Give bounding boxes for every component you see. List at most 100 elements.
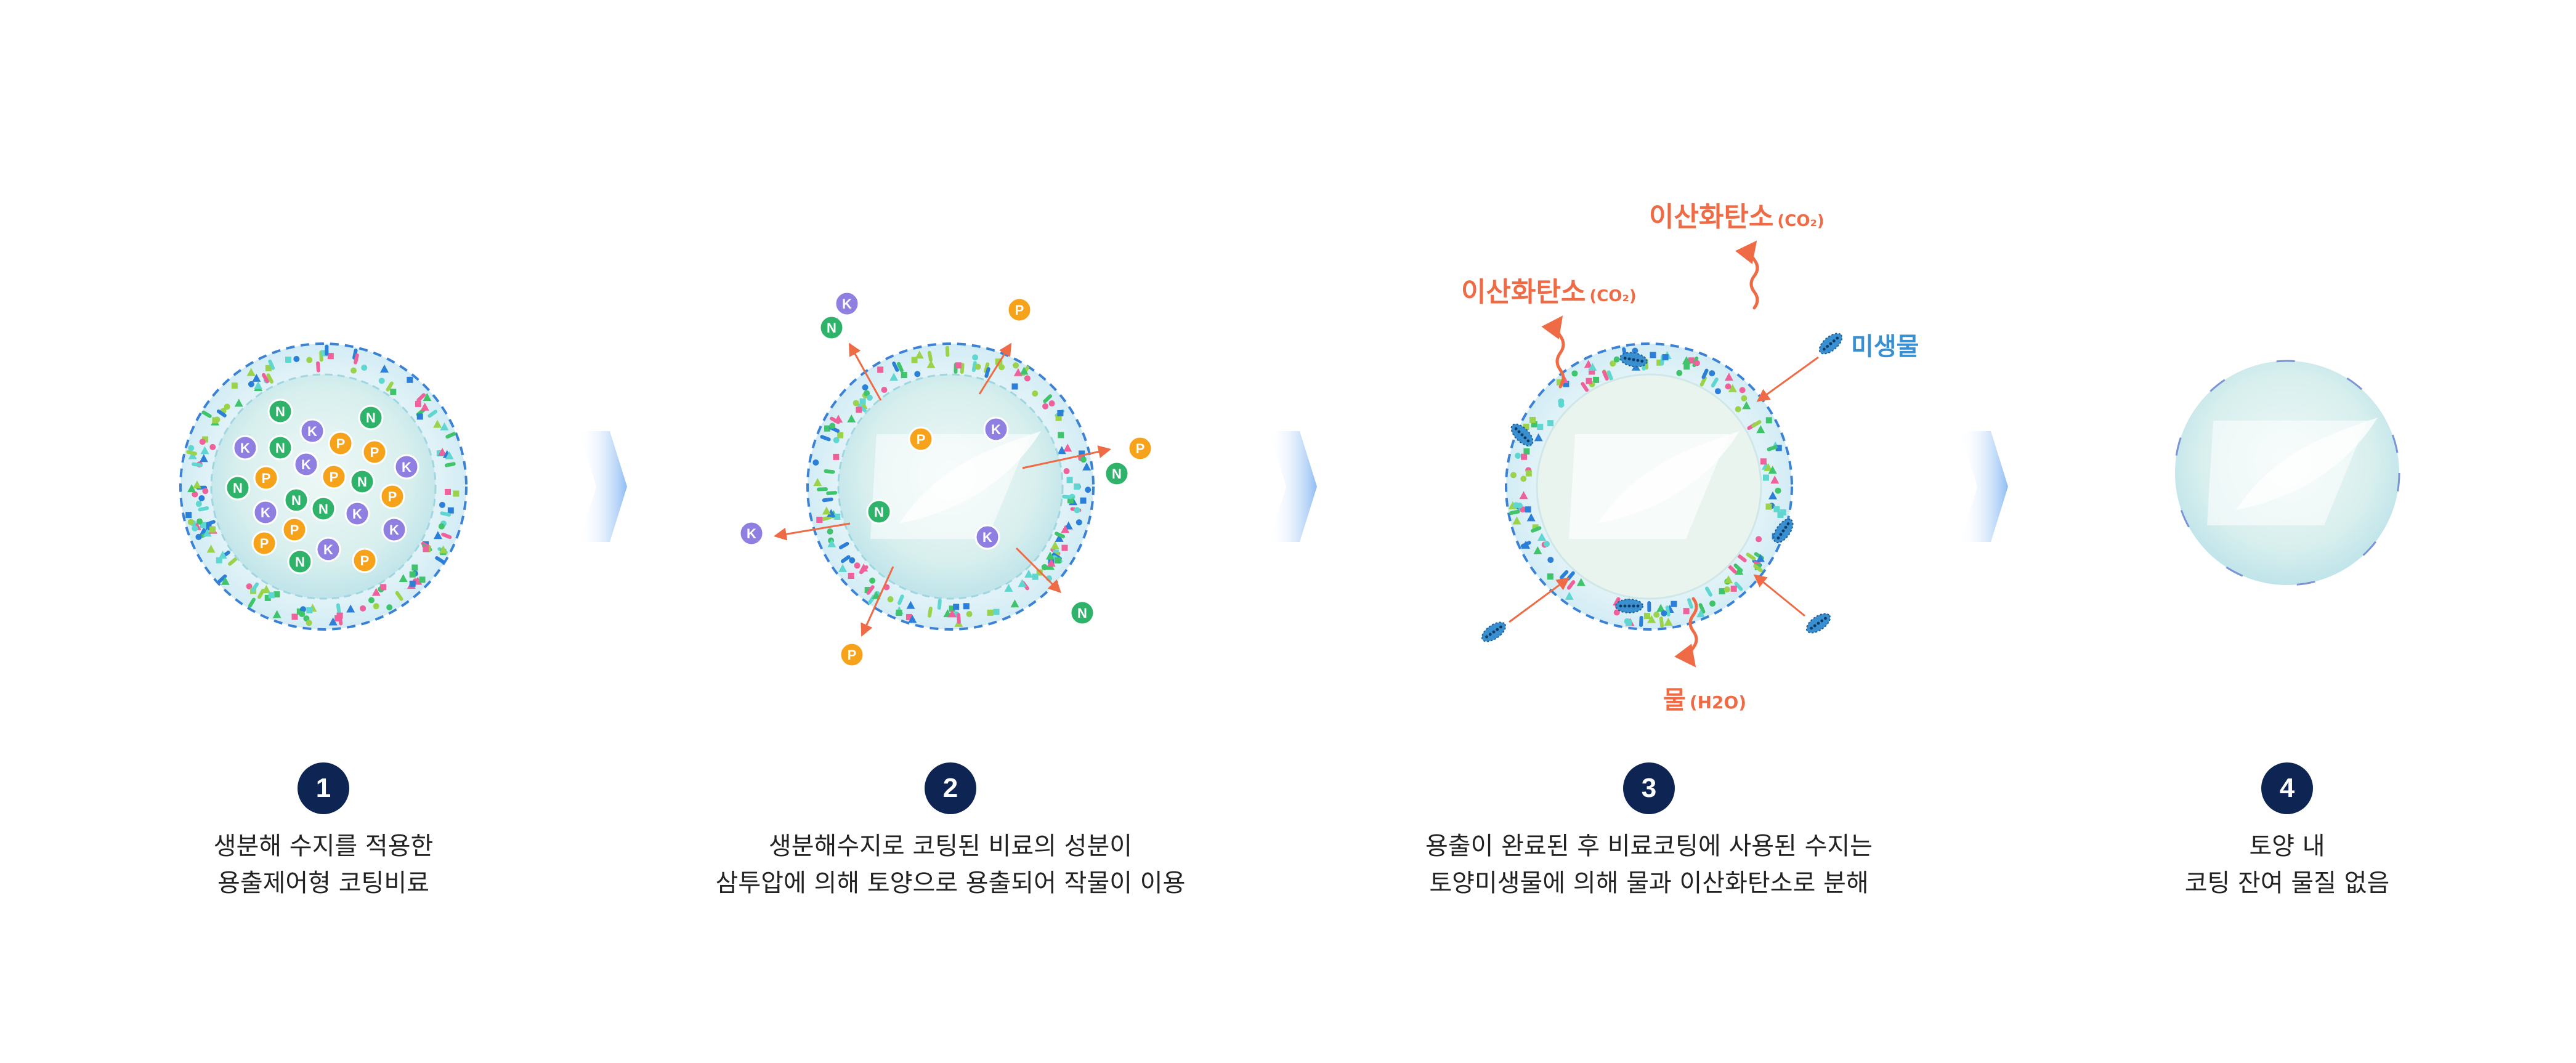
coating-particle (1519, 491, 1528, 499)
coating-particle (1510, 472, 1517, 479)
nutrient-n-icon: N (267, 398, 293, 424)
coating-particle (224, 403, 230, 410)
coating-particle (248, 597, 256, 608)
step-description-1: 생분해 수지를 적용한 용출제어형 코팅비료 (15, 828, 631, 902)
coating-particle (1042, 403, 1049, 410)
coating-particle (892, 362, 899, 372)
coating-particle (1520, 475, 1527, 482)
microbe-icon (1773, 518, 1794, 544)
coating-particle (1701, 368, 1709, 379)
coating-particle (327, 353, 334, 360)
coating-particle (1742, 401, 1751, 410)
coating-particle (901, 372, 907, 379)
coating-particle (254, 381, 263, 389)
svg-text:K: K (307, 424, 317, 439)
coating-particle (1699, 376, 1707, 387)
coating-particle (848, 572, 854, 579)
coating-particle (1613, 609, 1620, 616)
step-description-3: 용출이 완료된 후 비료코팅에 사용된 수지는 토양미생물에 의해 물과 이산화… (1341, 828, 1957, 902)
coating-particle (854, 562, 861, 569)
coating-particle (1768, 466, 1777, 474)
coating-particle (857, 403, 867, 413)
coating-particle (419, 576, 426, 583)
svg-text:N: N (291, 493, 301, 508)
coating-particle (853, 400, 859, 406)
step-number-3: 3 (1623, 762, 1675, 814)
coating-particle (231, 382, 238, 389)
microbe-icon (1615, 599, 1643, 613)
nutrient-n-icon: N (1104, 461, 1130, 487)
coating-particle (1762, 474, 1769, 481)
svg-text:N: N (275, 404, 285, 419)
coating-particle (1509, 509, 1520, 515)
coating-particle (1724, 373, 1733, 381)
coating-particle (399, 574, 408, 583)
coating-particle (1055, 533, 1064, 542)
coating-particle (1013, 362, 1019, 369)
coating-particle (869, 577, 876, 584)
wavy-arrow-icon (1541, 315, 1565, 389)
coating-particle (361, 365, 368, 371)
coating-particle (1753, 564, 1763, 573)
coating-particle (1682, 356, 1691, 365)
coating-particle (1625, 620, 1632, 626)
nutrient-n-icon: N (358, 405, 384, 430)
coating-particle (1610, 360, 1616, 367)
coating-particle (386, 604, 393, 611)
coating-particle (1581, 382, 1589, 392)
coating-particle (1055, 532, 1066, 539)
coating-particle (911, 357, 918, 363)
coating-particle (1650, 352, 1656, 358)
coating-particle (1751, 420, 1762, 428)
coating-particle (897, 362, 904, 373)
svg-text:N: N (275, 440, 285, 456)
coating-particle (864, 587, 871, 594)
coating-particle (881, 387, 888, 394)
coating-particle (187, 519, 194, 525)
microbes (1481, 333, 1843, 642)
coating-particle (1563, 381, 1569, 387)
coating-particle (1593, 376, 1600, 383)
coating-particle (826, 491, 838, 495)
coating-particle (889, 373, 899, 381)
coating-particle (360, 605, 367, 612)
coating-particle (1632, 347, 1638, 354)
coating-particle (816, 487, 828, 491)
coating-particle (199, 454, 208, 463)
coating-particle (1024, 569, 1034, 578)
co2-label-text: 이산화탄소 (1649, 201, 1774, 233)
coating-particle (316, 361, 320, 373)
coating-particle (293, 355, 300, 362)
coating-particle (1063, 443, 1072, 452)
step-number-2: 2 (925, 762, 976, 814)
svg-text:K: K (982, 530, 992, 545)
coating-particle (1521, 453, 1528, 460)
svg-text:K: K (261, 505, 270, 520)
step-line: 토양미생물에 의해 물과 이산화탄소로 분해 (1429, 869, 1869, 897)
leaf-logo-icon (870, 431, 1041, 539)
coating-particle (1057, 446, 1066, 455)
coating-particle (306, 357, 313, 363)
nutrient-p-icon: P (253, 465, 279, 491)
coating-particle (1063, 467, 1070, 474)
arrow-icon (1509, 577, 1570, 623)
coating-particle (203, 528, 212, 537)
coating-particle (265, 365, 272, 371)
coating-particle (1004, 583, 1013, 592)
coating-particle (1723, 586, 1730, 593)
coating-particle (1671, 600, 1677, 607)
coating-particle (1066, 477, 1073, 483)
coating-particle (1075, 519, 1082, 526)
coating-particle (1756, 536, 1762, 543)
coating-particle (438, 448, 447, 456)
coating-particle (371, 588, 381, 596)
coating-particle (205, 520, 216, 527)
coating-particle (1085, 487, 1092, 493)
nutrient-k-icon: K (253, 499, 278, 525)
wavy-arrow-icon (1674, 597, 1698, 668)
coating-particle (833, 453, 840, 460)
coating-particle (984, 362, 990, 373)
coating-particle (896, 610, 902, 616)
coating-particle (1074, 507, 1080, 514)
